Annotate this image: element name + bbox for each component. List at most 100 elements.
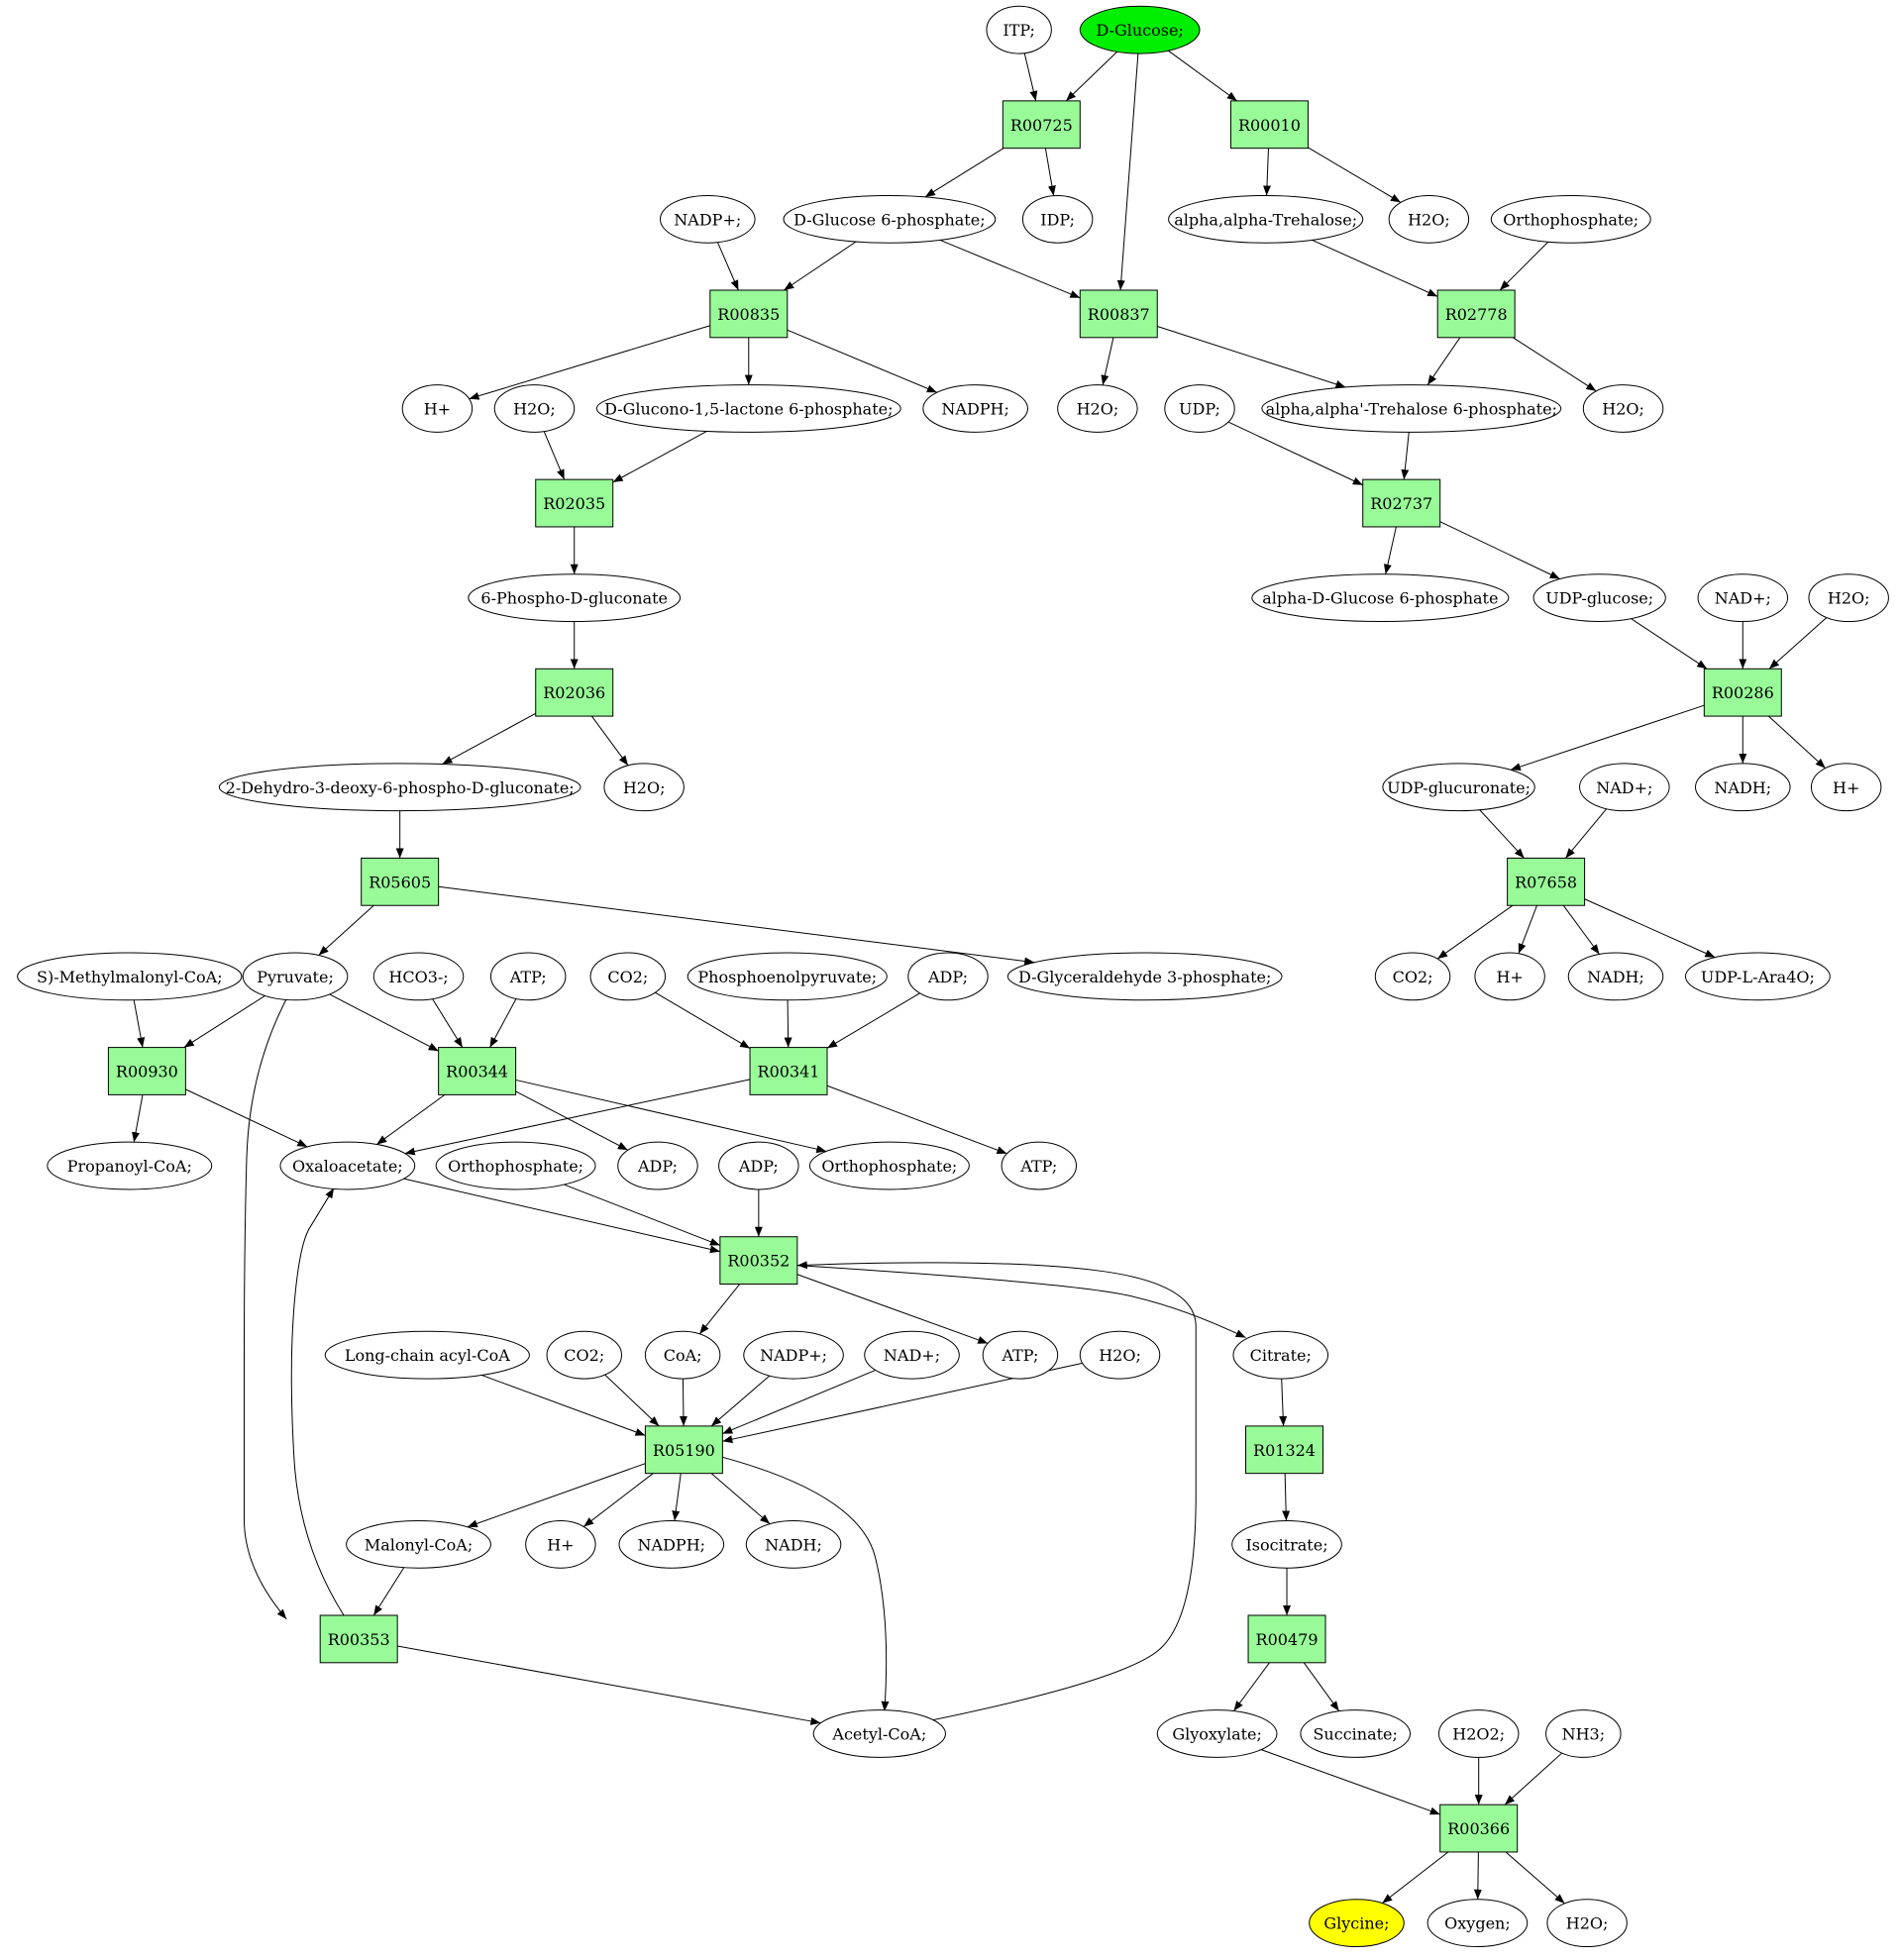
metabolite-node-m-nadh-3[interactable]: NADH; [745, 1519, 842, 1569]
reaction-node-r00286[interactable]: R00286 [1703, 668, 1782, 717]
reaction-node-r00930[interactable]: R00930 [107, 1047, 186, 1095]
metabolite-node-m-acetylcoa[interactable]: Acetyl-CoA; [812, 1709, 946, 1758]
metabolite-node-m-co2-1[interactable]: CO2; [589, 952, 667, 1001]
metabolite-node-m-glyoxylate[interactable]: Glyoxylate; [1156, 1709, 1278, 1758]
metabolite-node-m-glucono-lactone[interactable]: D-Glucono-1,5-lactone 6-phosphate; [595, 384, 901, 433]
metabolite-node-m-h2o-6[interactable]: H2O; [603, 763, 685, 812]
metabolite-node-m-glucose[interactable]: D-Glucose; [1079, 5, 1201, 54]
reaction-node-r00837[interactable]: R00837 [1079, 289, 1158, 339]
metabolite-node-m-hplus-3[interactable]: H+ [1474, 952, 1545, 1001]
metabolite-node-m-udp-glucuronate[interactable]: UDP-glucuronate; [1382, 763, 1535, 812]
metabolite-node-m-propanoyl[interactable]: Propanoyl-CoA; [47, 1141, 213, 1190]
metabolite-node-m-h2o-8[interactable]: H2O; [1546, 1899, 1628, 1948]
metabolite-node-m-nadh-1[interactable]: NADH; [1695, 763, 1791, 812]
metabolite-node-m-idp[interactable]: IDP; [1021, 194, 1094, 244]
metabolite-node-m-kdpg[interactable]: 2-Dehydro-3-deoxy-6-phospho-D-gluconate; [218, 763, 581, 812]
metabolite-label: IDP; [1040, 210, 1075, 229]
metabolite-node-m-adp-2[interactable]: ADP; [617, 1141, 698, 1190]
reaction-node-r05190[interactable]: R05190 [644, 1425, 723, 1475]
metabolite-label: HCO3-; [388, 968, 448, 986]
metabolite-node-m-h2o-4[interactable]: H2O; [1582, 384, 1664, 433]
reaction-node-r02036[interactable]: R02036 [535, 668, 614, 717]
metabolite-node-m-hplus-2[interactable]: H+ [1810, 763, 1882, 812]
reaction-node-r02737[interactable]: R02737 [1362, 478, 1441, 528]
metabolite-node-m-orthophosphate-2[interactable]: Orthophosphate; [435, 1141, 596, 1190]
metabolite-label: Orthophosphate; [448, 1157, 583, 1176]
metabolite-node-m-nad-3[interactable]: NAD+; [864, 1330, 960, 1380]
metabolite-node-m-citrate[interactable]: Citrate; [1232, 1330, 1329, 1380]
metabolite-node-m-atp-2[interactable]: ATP; [1001, 1141, 1078, 1190]
reaction-node-r00835[interactable]: R00835 [709, 289, 789, 339]
metabolite-node-m-nadh-2[interactable]: NADH; [1567, 952, 1664, 1001]
metabolite-node-m-h2o-7[interactable]: H2O; [1079, 1330, 1161, 1380]
metabolite-node-m-orthophosphate-3[interactable]: Orthophosphate; [808, 1141, 970, 1190]
metabolite-node-m-h2o-1[interactable]: H2O; [1388, 194, 1470, 244]
metabolite-label: D-Glyceraldehyde 3-phosphate; [1018, 968, 1271, 986]
reaction-node-r02778[interactable]: R02778 [1436, 289, 1516, 339]
metabolite-node-m-nh3[interactable]: NH3; [1545, 1709, 1622, 1758]
metabolite-node-m-longchain[interactable]: Long-chain acyl-CoA [324, 1330, 530, 1380]
metabolite-node-m-succinate[interactable]: Succinate; [1300, 1709, 1412, 1758]
metabolite-node-m-pep[interactable]: Phosphoenolpyruvate; [686, 952, 888, 1001]
reaction-node-r02035[interactable]: R02035 [535, 478, 614, 528]
metabolite-node-m-udp[interactable]: UDP; [1164, 384, 1235, 433]
metabolite-node-m-coa[interactable]: CoA; [644, 1330, 721, 1380]
reaction-node-r00353[interactable]: R00353 [319, 1614, 398, 1664]
edge-R00479-to-m_glyoxylate [1233, 1662, 1270, 1711]
metabolite-node-m-udp-ara[interactable]: UDP-L-Ara4O; [1684, 952, 1831, 1001]
edge-m_atp_1-to-R00344 [489, 998, 517, 1048]
metabolite-label: D-Glucose; [1096, 21, 1183, 40]
metabolite-node-m-itp[interactable]: ITP; [986, 5, 1052, 54]
metabolite-node-m-h2o-3[interactable]: H2O; [1057, 384, 1138, 433]
metabolite-node-m-co2-3[interactable]: CO2; [546, 1330, 623, 1380]
metabolite-node-m-orthophosphate-1[interactable]: Orthophosphate; [1490, 194, 1651, 244]
metabolite-node-m-nadp-2[interactable]: NADP+; [743, 1330, 844, 1380]
reaction-node-r00010[interactable]: R00010 [1229, 100, 1309, 150]
metabolite-node-m-isocitrate[interactable]: Isocitrate; [1231, 1519, 1342, 1569]
metabolite-node-m-atp-1[interactable]: ATP; [489, 952, 567, 1001]
reaction-node-r00725[interactable]: R00725 [1002, 100, 1081, 150]
metabolite-node-m-nadp-1[interactable]: NADP+; [659, 194, 756, 244]
metabolite-node-m-h2o-5[interactable]: H2O; [1808, 573, 1889, 623]
metabolite-node-m-trehalose6p[interactable]: alpha,alpha'-Trehalose 6-phosphate; [1261, 384, 1562, 433]
metabolite-node-m-adp-3[interactable]: ADP; [718, 1141, 799, 1190]
metabolite-node-m-adp-1[interactable]: ADP; [907, 952, 989, 1001]
reaction-node-r00344[interactable]: R00344 [438, 1047, 517, 1095]
metabolite-node-m-nad-1[interactable]: NAD+; [1697, 573, 1789, 623]
metabolite-node-m-h2o2[interactable]: H2O2; [1437, 1709, 1520, 1758]
metabolite-node-m-co2-2[interactable]: CO2; [1374, 952, 1451, 1001]
edge-R00344-to-m_orthophosphate_3 [515, 1079, 827, 1154]
metabolite-node-m-nadph-1[interactable]: NADPH; [922, 384, 1028, 433]
metabolite-node-m-malonyl[interactable]: Malonyl-CoA; [346, 1519, 491, 1569]
metabolite-node-m-oxaloacetate[interactable]: Oxaloacetate; [279, 1141, 416, 1190]
metabolite-node-m-hplus-1[interactable]: H+ [401, 384, 474, 433]
metabolite-node-m-trehalose[interactable]: alpha,alpha-Trehalose; [1168, 194, 1364, 244]
reaction-node-r05605[interactable]: R05605 [361, 857, 440, 906]
metabolite-node-m-a-g6p[interactable]: alpha-D-Glucose 6-phosphate [1251, 573, 1510, 623]
metabolite-node-m-oxygen[interactable]: Oxygen; [1426, 1899, 1529, 1948]
reaction-node-r00341[interactable]: R00341 [749, 1047, 828, 1095]
metabolite-node-m-atp-3[interactable]: ATP; [982, 1330, 1059, 1380]
metabolite-node-m-6pg[interactable]: 6-Phospho-D-gluconate [468, 573, 682, 623]
metabolite-node-m-nad-2[interactable]: NAD+; [1579, 763, 1670, 812]
metabolite-node-m-g6p[interactable]: D-Glucose 6-phosphate; [783, 194, 997, 244]
metabolite-node-m-udp-glucose[interactable]: UDP-glucose; [1532, 573, 1666, 623]
reaction-node-r00366[interactable]: R00366 [1439, 1804, 1519, 1853]
metabolite-node-m-pyruvate[interactable]: Pyruvate; [242, 952, 349, 1001]
reaction-label: R02737 [1370, 494, 1432, 513]
metabolite-node-m-methylmalonyl[interactable]: S)-Methylmalonyl-CoA; [17, 952, 243, 1001]
metabolite-label: NH3; [1562, 1724, 1606, 1743]
reaction-node-r07658[interactable]: R07658 [1507, 857, 1586, 906]
reaction-node-r00352[interactable]: R00352 [719, 1236, 798, 1286]
metabolite-node-m-nadph-2[interactable]: NADPH; [618, 1519, 725, 1569]
reaction-node-r01324[interactable]: R01324 [1245, 1425, 1324, 1475]
metabolite-node-m-hplus-4[interactable]: H+ [525, 1519, 596, 1569]
edge-m_glyoxylate-to-R00366 [1260, 1749, 1440, 1815]
metabolite-label: Succinate; [1313, 1724, 1397, 1743]
reaction-label: R00930 [116, 1062, 178, 1081]
metabolite-node-m-h2o-2[interactable]: H2O; [493, 384, 576, 433]
reaction-node-r00479[interactable]: R00479 [1247, 1614, 1326, 1664]
metabolite-node-m-hco3[interactable]: HCO3-; [372, 952, 465, 1001]
metabolite-node-m-g3p[interactable]: D-Glyceraldehyde 3-phosphate; [1006, 952, 1283, 1001]
metabolite-node-m-glycine[interactable]: Glycine; [1309, 1899, 1405, 1948]
